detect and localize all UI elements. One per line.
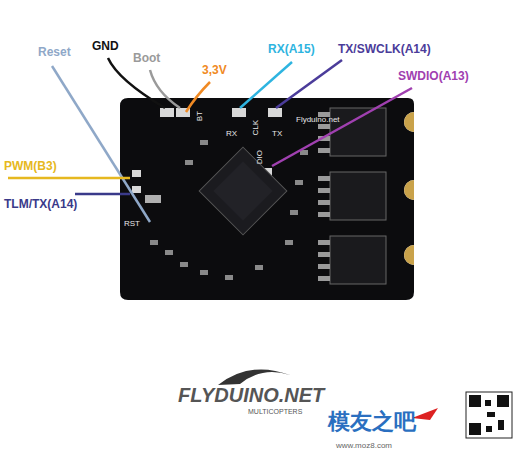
solder-pad (268, 108, 282, 117)
pin-label: 3,3V (202, 64, 227, 77)
silkscreen-text: RX (226, 130, 237, 139)
watermark: 模友之吧 (328, 410, 416, 434)
silkscreen-text: DIO (256, 150, 265, 164)
motor-pad (404, 245, 414, 265)
pcb (120, 98, 414, 300)
solder-pad (160, 108, 174, 117)
solder-pad (132, 170, 141, 177)
pin-label: PWM(B3) (4, 160, 57, 173)
silkscreen-text: BT (196, 111, 205, 121)
silkscreen-text: CLK (252, 120, 261, 136)
solder-pad (132, 186, 141, 193)
pin-label: SWDIO(A13) (398, 70, 469, 83)
solder-pad (232, 108, 246, 117)
pin-label: GND (92, 40, 119, 53)
logo-text: FLYDUINO.NET (178, 384, 324, 406)
motor-pad (404, 112, 414, 132)
pin-label: TLM/TX(A14) (4, 198, 77, 211)
logo-swoosh (218, 369, 290, 385)
logo-subtitle: MULTICOPTERS (248, 408, 302, 416)
pin-label: Boot (133, 52, 160, 65)
pin-label: RX(A15) (268, 43, 315, 56)
qr-code (466, 392, 512, 438)
mosfet (330, 108, 386, 284)
silkscreen-text: Flyduino.net (296, 116, 340, 125)
pin-label: Reset (38, 46, 71, 59)
watermark-url: www.moz8.com (336, 442, 392, 451)
silkscreen-text: RST (124, 220, 140, 229)
silkscreen-text: TX (272, 130, 282, 139)
passive-components (145, 140, 308, 280)
mcu-chip (199, 147, 287, 235)
pin-label: TX/SWCLK(A14) (338, 43, 431, 56)
mcu-die (213, 161, 272, 220)
motor-pad (404, 180, 414, 200)
